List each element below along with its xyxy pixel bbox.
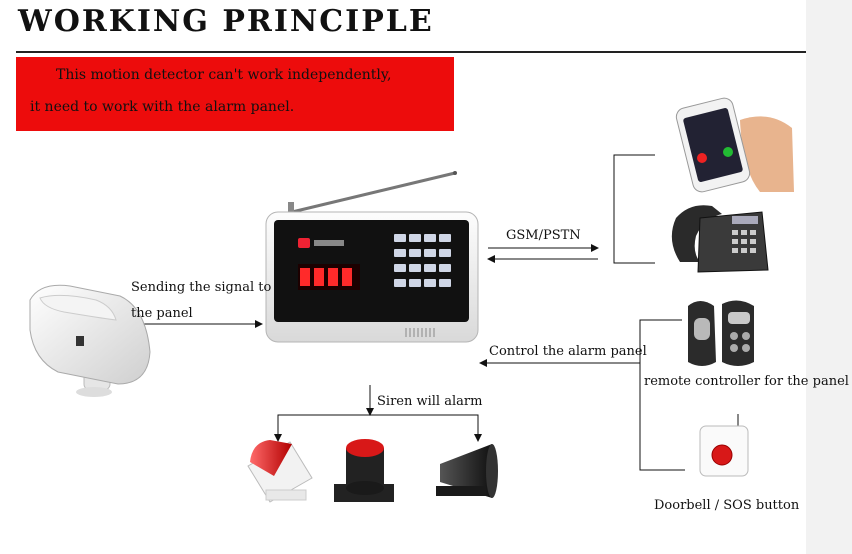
siren-tree-branch	[278, 415, 478, 440]
siren-icon	[334, 439, 394, 502]
alarm-panel-icon	[266, 171, 478, 342]
sos-button-icon	[700, 414, 748, 476]
remote-control-icon	[688, 300, 754, 366]
label-remote-controller: remote controller for the panel	[644, 374, 849, 389]
label-doorbell-sos: Doorbell / SOS button	[654, 498, 799, 513]
phones-bracket	[614, 155, 655, 263]
label-sending-2: the panel	[131, 306, 193, 321]
controls-bracket	[640, 320, 685, 470]
label-gsm-pstn: GSM/PSTN	[506, 228, 581, 243]
motion-detector-icon	[30, 285, 150, 397]
landline-phone-icon	[672, 205, 768, 272]
mobile-phone-icon	[674, 96, 794, 193]
label-siren-alarm: Siren will alarm	[377, 394, 482, 409]
horn-speaker-icon	[436, 444, 498, 498]
strobe-siren-icon	[248, 440, 312, 502]
label-sending-1: Sending the signal to	[131, 280, 271, 295]
label-control-panel: Control the alarm panel	[489, 344, 647, 359]
